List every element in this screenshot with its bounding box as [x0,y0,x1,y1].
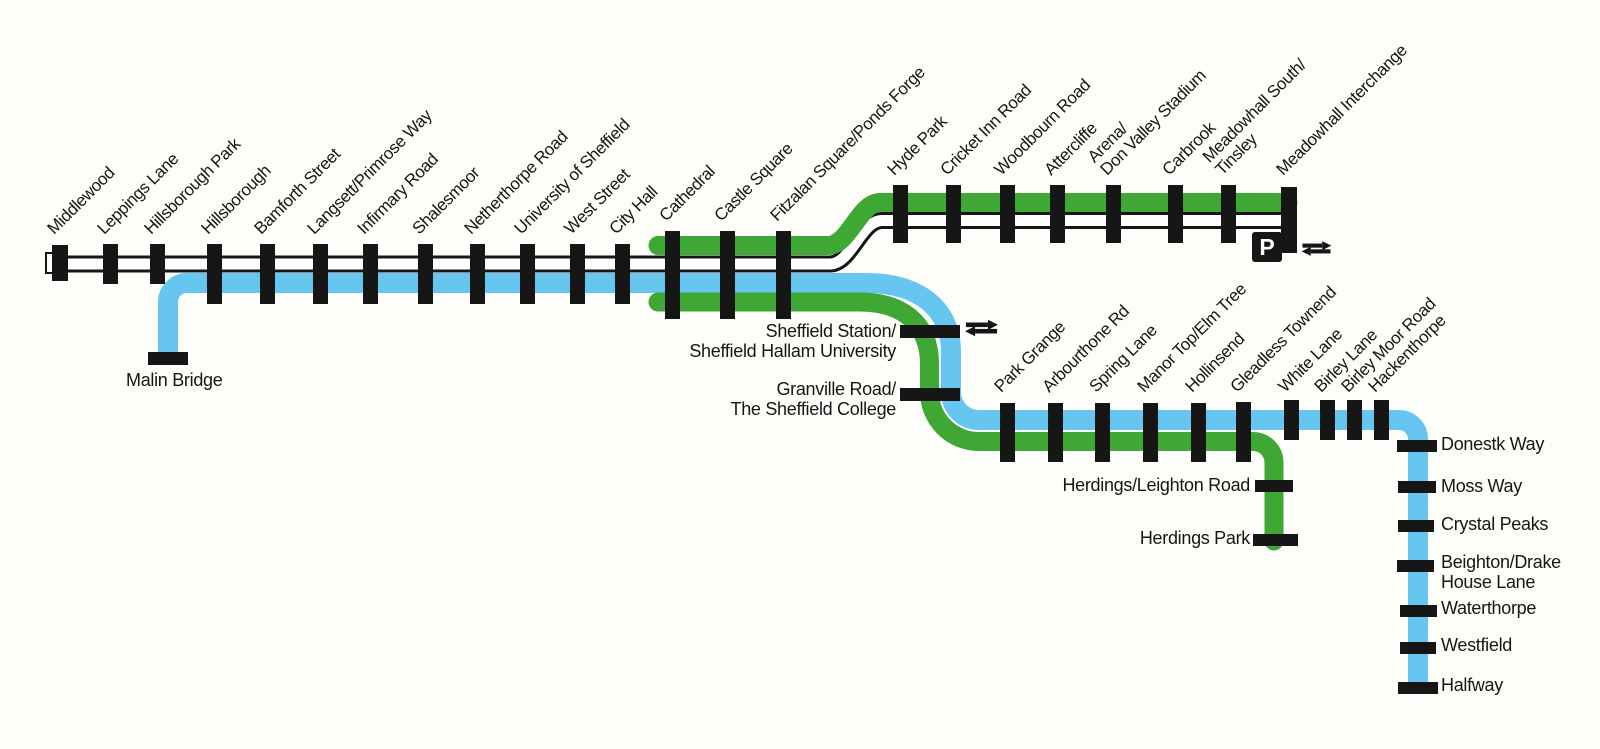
station-tick-beighton-drake-house-lane [1397,560,1434,572]
station-label-beighton-drake-house-lane: Beighton/Drake House Lane [1441,552,1561,592]
station-tick-granville-road [900,388,960,401]
station-tick-crystal-peaks [1398,520,1434,532]
middlewood-meadowhall-line [50,215,1289,270]
station-label-malin-bridge: Malin Bridge [126,370,223,390]
station-tick-hillsborough [207,244,222,304]
station-tick-meadowhall-interchange [1281,187,1297,253]
station-label-moss-way: Moss Way [1441,476,1522,496]
station-tick-hillsborough-park [150,244,165,284]
station-tick-donestk-way [1397,440,1437,452]
station-tick-woodbourn-road [1000,185,1015,243]
station-tick-spring-lane [1095,403,1110,462]
station-tick-sheffield-station [900,325,960,338]
station-tick-attercliffe [1050,185,1065,243]
green-route-line-upper [648,193,1298,255]
station-label-halfway: Halfway [1441,675,1503,695]
station-tick-westfield [1400,642,1436,654]
station-tick-park-grange [1000,403,1015,462]
station-tick-carbrook [1168,185,1183,243]
green-route-line-lower [648,292,1284,551]
station-tick-herdings-leighton-road [1255,480,1293,492]
national-rail-icon-meadowhall [1301,241,1332,256]
station-tick-arbourthone-rd [1048,403,1063,462]
station-tick-shalesmoor [418,244,433,304]
station-tick-meadowhall-south-tinsley [1221,185,1236,243]
station-label-donestk-way: Donestk Way [1441,434,1545,454]
station-tick-bamforth-street [260,244,275,304]
station-label-crystal-peaks: Crystal Peaks [1441,514,1549,534]
station-tick-hackenthorpe [1374,400,1389,440]
station-tick-white-lane [1284,400,1299,440]
station-tick-halfway [1398,682,1438,694]
station-label-herdings-park: Herdings Park [1139,528,1250,548]
station-tick-fitzalan-square [776,231,791,319]
station-tick-malin-bridge [148,352,188,365]
parking-icon: P [1252,232,1282,262]
station-tick-waterthorpe [1400,605,1437,617]
station-tick-cathedral [665,231,680,319]
station-tick-middlewood [52,245,68,281]
station-tick-hollinsend [1191,403,1206,462]
station-tick-manor-top-elm-tree [1143,403,1158,462]
station-tick-birley-lane [1320,400,1335,440]
station-tick-gleadless-townend [1236,402,1251,462]
station-label-westfield: Westfield [1441,635,1512,655]
station-tick-leppings-lane [103,244,118,284]
station-label-sheffield-station: Sheffield Station/ Sheffield Hallam Univ… [689,321,896,361]
station-tick-castle-square [720,231,735,319]
station-tick-cricket-inn-road [946,185,961,243]
station-tick-city-hall [615,244,630,304]
station-tick-arena-don-valley-stadium [1106,185,1121,243]
station-tick-langsett-primrose-way [313,244,328,304]
station-label-granville-road: Granville Road/ The Sheffield College [730,379,897,419]
station-tick-university-of-sheffield [520,244,535,304]
station-tick-moss-way [1398,481,1436,493]
station-tick-infirmary-road [363,244,378,304]
station-tick-birley-moor-road [1347,400,1362,440]
station-label-herdings-leighton-road: Herdings/Leighton Road [1062,475,1250,495]
station-tick-netherthorpe-road [470,244,485,304]
blue-route-line [158,273,1428,687]
station-tick-west-street [570,244,585,304]
station-label-waterthorpe: Waterthorpe [1441,598,1537,618]
national-rail-icon-sheffield-station [965,319,998,337]
station-tick-herdings-park [1253,534,1298,546]
parking-letter: P [1259,234,1275,260]
station-tick-hyde-park [893,185,908,243]
